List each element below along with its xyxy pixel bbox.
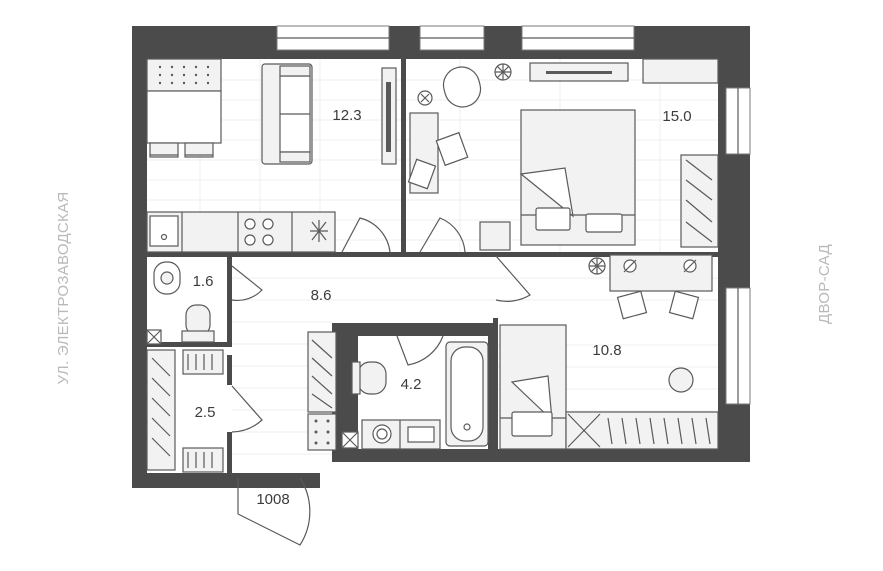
street-label: УЛ. ЭЛЕКТРОЗАВОДСКАЯ	[55, 191, 72, 384]
wardrobe-shelves	[146, 349, 224, 473]
windows	[276, 25, 751, 405]
bedroom-large-furniture	[407, 58, 719, 251]
room-area-bathroom: 4.2	[401, 376, 422, 393]
sofa	[261, 63, 313, 165]
plant-icon	[494, 63, 606, 275]
room-area-bedroom-large: 15.0	[662, 108, 691, 125]
bedroom-small-furniture	[499, 254, 719, 450]
yard-label: ДВОР-САД	[816, 244, 833, 324]
hallway-storage	[307, 331, 337, 451]
room-area-bathroom-small: 1.6	[193, 273, 214, 290]
room-area-bedroom-small: 10.8	[592, 342, 621, 359]
interior-walls	[147, 59, 718, 478]
apartment-number: 1008	[256, 491, 289, 508]
doors	[231, 217, 531, 546]
kitchen-furniture	[146, 58, 336, 253]
room-area-kitchen-living: 12.3	[332, 107, 361, 124]
room-area-hallway: 8.6	[311, 287, 332, 304]
bathroom-fixtures	[341, 341, 489, 450]
room-area-wardrobe: 2.5	[195, 404, 216, 421]
bathroom-small-fixtures	[146, 261, 215, 345]
tv-stand	[381, 67, 397, 165]
